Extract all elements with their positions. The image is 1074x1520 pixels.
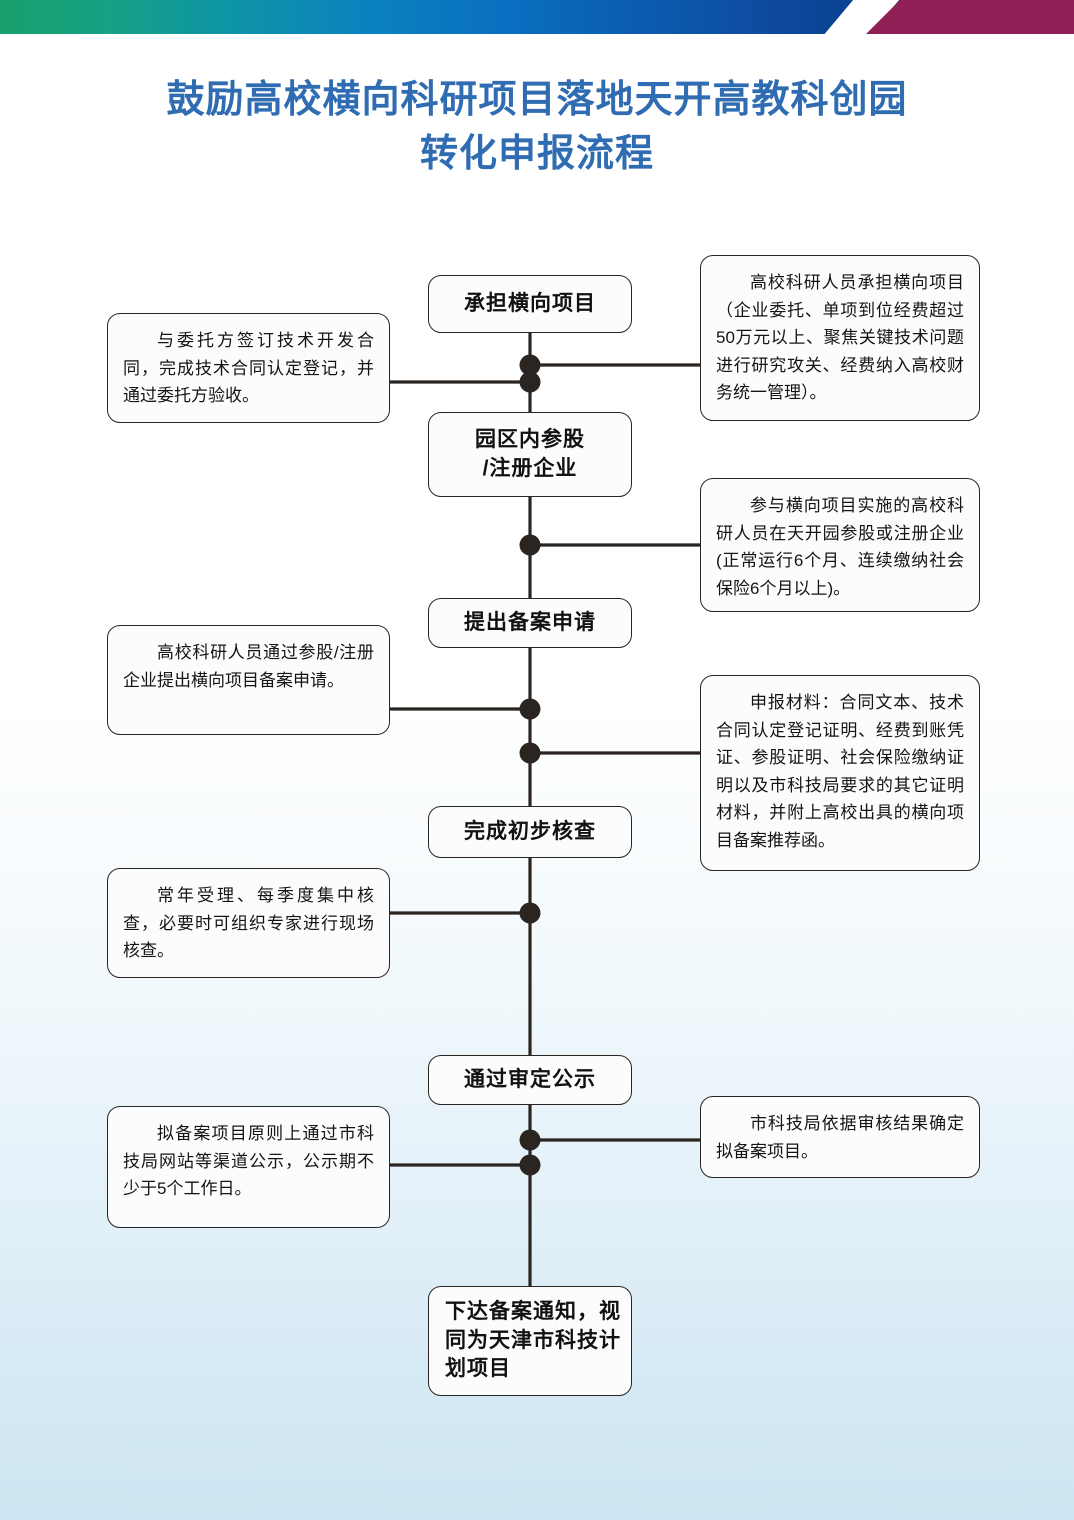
flow-node-1[interactable]: 承担横向项目: [428, 275, 632, 333]
page-title: 鼓励高校横向科研项目落地天开高教科创园 转化申报流程: [0, 74, 1074, 182]
flow-node-4-label: 完成初步核查: [464, 819, 596, 843]
note-left-1: 与委托方签订技术开发合同，完成技术合同认定登记，并通过委托方验收。: [107, 313, 390, 423]
note-left-4: 拟备案项目原则上通过市科技局网站等渠道公示，公示期不少于5个工作日。: [107, 1106, 390, 1228]
flow-node-2-label-line-1: 园区内参股: [475, 428, 585, 452]
page-title-line-1: 鼓励高校横向科研项目落地天开高教科创园: [166, 79, 908, 121]
note-right-3: 申报材料：合同文本、技术合同认定登记证明、经费到账凭证、参股证明、社会保险缴纳证…: [700, 675, 980, 871]
flow-node-6-label-line-3: 划项目: [445, 1357, 511, 1381]
header-banner: [0, 0, 1074, 34]
note-right-3-text: 申报材料：合同文本、技术合同认定登记证明、经费到账凭证、参股证明、社会保险缴纳证…: [716, 693, 964, 850]
flow-node-5-label: 通过审定公示: [464, 1067, 596, 1091]
note-left-2-text: 高校科研人员通过参股/注册企业提出横向项目备案申请。: [123, 643, 374, 690]
note-left-1-text: 与委托方签订技术开发合同，完成技术合同认定登记，并通过委托方验收。: [123, 331, 374, 406]
flow-node-6-label-line-2: 同为天津市科技计: [445, 1328, 621, 1352]
flow-node-4[interactable]: 完成初步核查: [428, 806, 632, 858]
banner-accent-block: [866, 0, 1074, 34]
note-right-1: 高校科研人员承担横向项目（企业委托、单项到位经费超过50万元以上、聚焦关键技术问…: [700, 255, 980, 421]
flow-node-6-label-line-1: 下达备案通知，视: [445, 1300, 621, 1324]
flow-node-2-label-line-2: /注册企业: [482, 456, 578, 480]
flow-node-5[interactable]: 通过审定公示: [428, 1055, 632, 1105]
note-right-4: 市科技局依据审核结果确定拟备案项目。: [700, 1096, 980, 1178]
note-right-4-text: 市科技局依据审核结果确定拟备案项目。: [716, 1114, 964, 1161]
note-left-2: 高校科研人员通过参股/注册企业提出横向项目备案申请。: [107, 625, 390, 735]
flow-node-2[interactable]: 园区内参股 /注册企业: [428, 412, 632, 497]
note-left-3: 常年受理、每季度集中核查，必要时可组织专家进行现场核查。: [107, 868, 390, 978]
note-right-1-text: 高校科研人员承担横向项目（企业委托、单项到位经费超过50万元以上、聚焦关键技术问…: [716, 273, 964, 403]
flow-node-3-label: 提出备案申请: [464, 610, 596, 634]
flow-node-3[interactable]: 提出备案申请: [428, 598, 632, 648]
note-left-4-text: 拟备案项目原则上通过市科技局网站等渠道公示，公示期不少于5个工作日。: [123, 1124, 374, 1199]
flow-node-6[interactable]: 下达备案通知，视 同为天津市科技计 划项目: [428, 1286, 632, 1396]
note-right-2: 参与横向项目实施的高校科研人员在天开园参股或注册企业(正常运行6个月、连续缴纳社…: [700, 478, 980, 612]
page-title-line-2: 转化申报流程: [419, 132, 654, 175]
note-left-3-text: 常年受理、每季度集中核查，必要时可组织专家进行现场核查。: [123, 886, 374, 961]
note-right-2-text: 参与横向项目实施的高校科研人员在天开园参股或注册企业(正常运行6个月、连续缴纳社…: [716, 496, 964, 598]
flow-node-1-label: 承担横向项目: [464, 291, 596, 315]
